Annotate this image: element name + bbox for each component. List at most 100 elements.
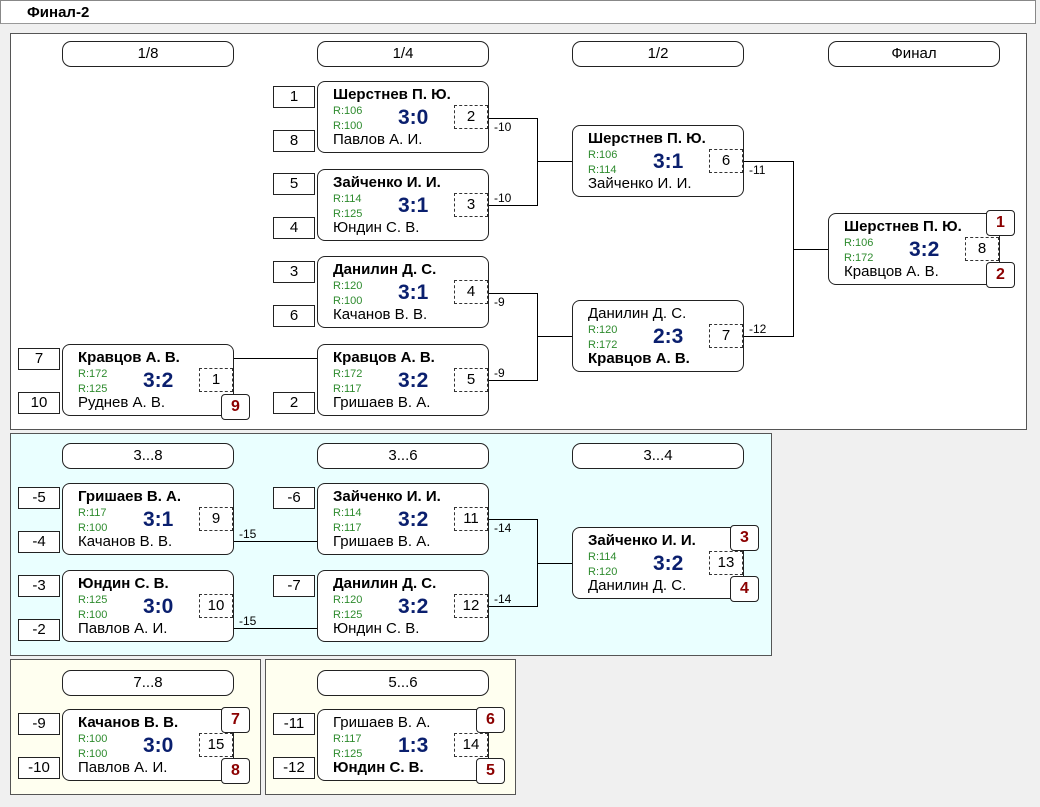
match-card[interactable]: Кравцов А. В. R:172 R:117 3:2 5 Гришаев … bbox=[317, 344, 489, 416]
match-card[interactable]: Качанов В. В. R:100 R:100 3:0 15 Павлов … bbox=[62, 709, 234, 781]
connector-line bbox=[234, 628, 318, 629]
player-2-name: Юндин С. В. bbox=[333, 219, 420, 236]
player-1-name: Шерстнев П. Ю. bbox=[588, 130, 706, 147]
match-score: 2:3 bbox=[653, 325, 684, 348]
seed-box: 4 bbox=[273, 217, 315, 239]
seed-box: 7 bbox=[18, 348, 60, 370]
player-1-rating: R:106 bbox=[844, 237, 874, 249]
match-card[interactable]: Юндин С. В. R:125 R:100 3:0 10 Павлов А.… bbox=[62, 570, 234, 642]
match-number: 5 bbox=[454, 368, 488, 392]
player-2-name: Качанов В. В. bbox=[333, 306, 428, 323]
player-2-name: Зайченко И. И. bbox=[588, 175, 692, 192]
loser-label: -10 bbox=[494, 191, 512, 205]
seed-box: 3 bbox=[273, 261, 315, 283]
player-1-name: Данилин Д. С. bbox=[333, 261, 437, 278]
player-2-name: Руднев А. В. bbox=[78, 394, 166, 411]
player-2-name: Кравцов А. В. bbox=[588, 350, 690, 367]
match-card[interactable]: Зайченко И. И. R:114 R:120 3:2 13 Данили… bbox=[572, 527, 744, 599]
loser-label: -9 bbox=[494, 295, 505, 309]
loser-label: -11 bbox=[749, 163, 766, 177]
seed-box: -12 bbox=[273, 757, 315, 779]
match-number: 3 bbox=[454, 193, 488, 217]
match-score: 3:0 bbox=[143, 595, 174, 618]
match-card[interactable]: Данилин Д. С. R:120 R:172 2:3 7 Кравцов … bbox=[572, 300, 744, 372]
loser-label: -10 bbox=[494, 120, 512, 134]
player-1-name: Юндин С. В. bbox=[78, 575, 169, 592]
player-2-name: Юндин С. В. bbox=[333, 620, 420, 637]
connector-line bbox=[537, 293, 538, 381]
seed-box: -6 bbox=[273, 487, 315, 509]
player-1-rating: R:100 bbox=[78, 733, 108, 745]
seed-box: -3 bbox=[18, 575, 60, 597]
player-1-name: Качанов В. В. bbox=[78, 714, 179, 731]
seed-box: 5 bbox=[273, 173, 315, 195]
connector-line bbox=[489, 205, 537, 206]
player-2-rating: R:172 bbox=[844, 252, 874, 264]
header-quarterfinal: 1/4 bbox=[317, 41, 489, 67]
player-2-rating: R:125 bbox=[78, 383, 108, 395]
match-score: 3:1 bbox=[653, 150, 684, 173]
player-1-rating: R:106 bbox=[333, 105, 363, 117]
loser-label: -15 bbox=[239, 527, 257, 541]
match-number: 7 bbox=[709, 324, 743, 348]
connector-line bbox=[793, 249, 829, 250]
match-card[interactable]: Шерстнев П. Ю. R:106 R:114 3:1 6 Зайченк… bbox=[572, 125, 744, 197]
connector-line bbox=[234, 358, 318, 359]
match-card[interactable]: Данилин Д. С. R:120 R:125 3:2 12 Юндин С… bbox=[317, 570, 489, 642]
player-1-name: Кравцов А. В. bbox=[333, 349, 435, 366]
loser-label: -14 bbox=[494, 521, 512, 535]
player-2-rating: R:125 bbox=[333, 609, 363, 621]
player-1-name: Данилин Д. С. bbox=[333, 575, 437, 592]
seed-box: 8 bbox=[273, 130, 315, 152]
loser-label: -14 bbox=[494, 592, 512, 606]
match-score: 3:2 bbox=[143, 369, 174, 392]
connector-line bbox=[537, 161, 573, 162]
seed-box: -5 bbox=[18, 487, 60, 509]
header-places-3-6: 3...6 bbox=[317, 443, 489, 469]
match-number: 15 bbox=[199, 733, 233, 757]
seed-box: -11 bbox=[273, 713, 315, 735]
match-card[interactable]: Кравцов А. В. R:172 R:125 3:2 1 Руднев А… bbox=[62, 344, 234, 416]
player-1-name: Гришаев В. А. bbox=[78, 488, 182, 505]
loser-label: -9 bbox=[494, 366, 505, 380]
header-semifinal: 1/2 bbox=[572, 41, 744, 67]
match-number: 8 bbox=[965, 237, 999, 261]
window-titlebar: Финал-2 bbox=[0, 0, 1036, 24]
connector-line bbox=[489, 519, 537, 520]
match-card[interactable]: Данилин Д. С. R:120 R:100 3:1 4 Качанов … bbox=[317, 256, 489, 328]
seed-box: -10 bbox=[18, 757, 60, 779]
match-card[interactable]: Гришаев В. А. R:117 R:100 3:1 9 Качанов … bbox=[62, 483, 234, 555]
match-card[interactable]: Зайченко И. И. R:114 R:125 3:1 3 Юндин С… bbox=[317, 169, 489, 241]
connector-line bbox=[537, 118, 538, 206]
player-1-name: Зайченко И. И. bbox=[333, 174, 441, 191]
player-1-rating: R:120 bbox=[333, 280, 363, 292]
connector-line bbox=[537, 336, 573, 337]
match-score: 3:1 bbox=[398, 281, 429, 304]
player-2-rating: R:114 bbox=[588, 164, 617, 176]
player-2-rating: R:100 bbox=[333, 120, 363, 132]
match-number: 1 bbox=[199, 368, 233, 392]
player-2-name: Юндин С. В. bbox=[333, 759, 424, 776]
match-card[interactable]: Гришаев В. А. R:117 R:125 1:3 14 Юндин С… bbox=[317, 709, 489, 781]
match-card[interactable]: Шерстнев П. Ю. R:106 R:100 3:0 2 Павлов … bbox=[317, 81, 489, 153]
match-score: 3:0 bbox=[398, 106, 429, 129]
seed-box: 2 bbox=[273, 392, 315, 414]
match-score: 1:3 bbox=[398, 734, 429, 757]
player-1-rating: R:117 bbox=[78, 507, 107, 519]
match-card[interactable]: Зайченко И. И. R:114 R:117 3:2 11 Гришае… bbox=[317, 483, 489, 555]
player-2-rating: R:100 bbox=[78, 609, 108, 621]
connector-line bbox=[234, 541, 318, 542]
match-card[interactable]: Шерстнев П. Ю. R:106 R:172 3:2 8 Кравцов… bbox=[828, 213, 1000, 285]
player-2-rating: R:117 bbox=[333, 522, 362, 534]
player-2-name: Кравцов А. В. bbox=[844, 263, 939, 280]
match-score: 3:2 bbox=[398, 508, 429, 531]
player-2-name: Павлов А. И. bbox=[78, 620, 168, 637]
match-number: 13 bbox=[709, 551, 743, 575]
connector-line bbox=[537, 563, 573, 564]
player-1-rating: R:114 bbox=[588, 551, 617, 563]
player-1-name: Зайченко И. И. bbox=[588, 532, 696, 549]
player-2-name: Гришаев В. А. bbox=[333, 533, 431, 550]
place-badge: 6 bbox=[476, 707, 505, 733]
player-2-rating: R:172 bbox=[588, 339, 618, 351]
match-score: 3:2 bbox=[653, 552, 684, 575]
